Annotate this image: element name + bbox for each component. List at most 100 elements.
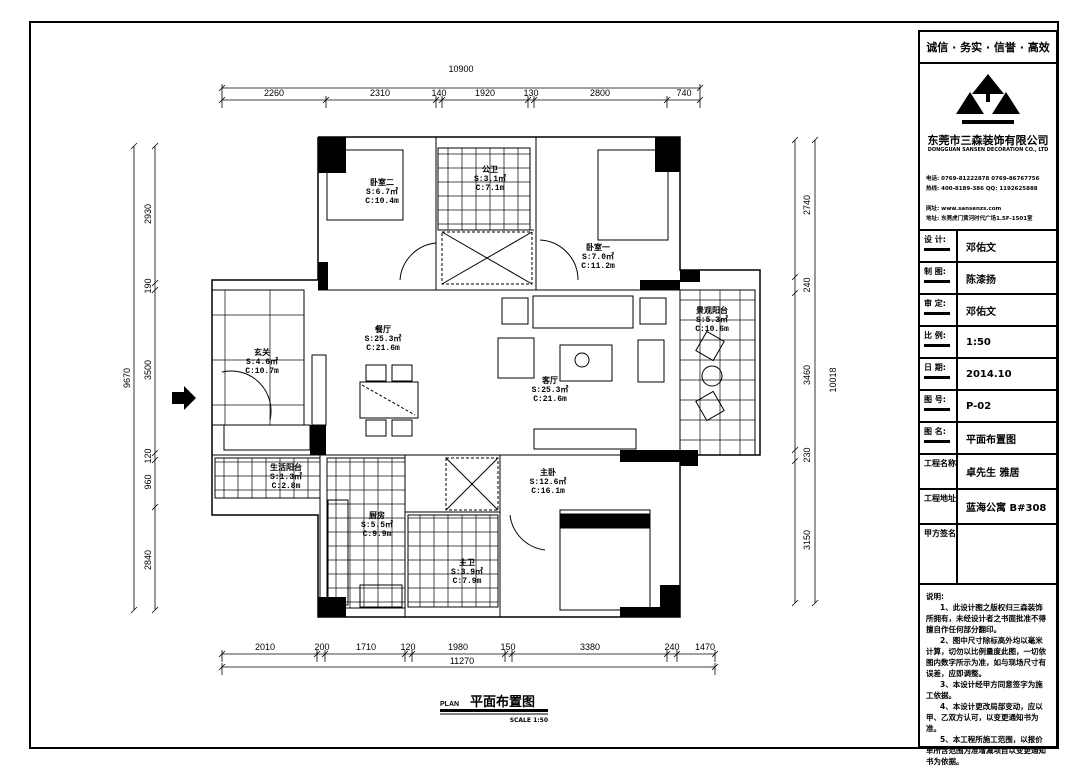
dimension-label: 2260 [264,88,284,98]
dimension-label: 3460 [802,365,812,385]
company-info: 东莞市三森装饰有限公司 DONGGUAN SANSEN DECORATION C… [920,64,1056,231]
dimension-tick [151,449,159,457]
dimension-label: 10018 [828,367,838,392]
slogan: 诚信 · 务实 · 信誉 · 高效 [920,32,1056,64]
row-value: 1:50 [966,336,991,348]
dimension-label: 9670 [122,368,132,388]
door-swing [221,370,272,421]
dimension-label: 1710 [356,642,376,652]
room-labels: 卧室二S:6.7㎡C:10.4m公卫S:3.1㎡C:7.1m卧室一S:7.0㎡C… [245,165,729,586]
room-perimeter: C:10.4m [365,197,399,206]
dimension-tick [791,273,799,281]
note-item: 4、本设计更改局部变动，应以甲、乙双方认可，以变更通知书为准。 [926,702,1043,733]
room-name: 玄关 [254,347,270,357]
room-area: S:6.7㎡ [366,186,398,197]
dimension-label: 120 [400,642,415,652]
utility-balcony-floor [214,457,321,499]
row-label-text: 图 号: [924,395,946,404]
dining-table [359,381,419,419]
dimension-tick [151,503,159,511]
title-block-row: 制 图:陈漆扬 [920,263,1056,295]
title-block-row: 工程名称卓先生 雅居 [920,455,1056,490]
title-block-row: 工程地址蓝海公寓 B#308 [920,490,1056,525]
room-name: 景观阳台 [696,305,728,315]
room-area: S:3.1㎡ [474,173,506,184]
row-label-en-bar [924,248,950,251]
dimension-label: 1920 [475,88,495,98]
dimension-label: 3150 [802,530,812,550]
hotline-label: 热线: [926,186,940,192]
dimension-tick [151,142,159,150]
title-block-row: 甲方签名 [920,525,1056,585]
door-swing [399,242,437,281]
door-swing [539,239,579,281]
room-name: 卧室一 [586,242,610,252]
row-value: 平面布置图 [966,434,1016,446]
title-block-row: 设 计:邓佑文 [920,231,1056,263]
dimension-label: 190 [143,278,153,293]
room-name: 餐厅 [374,324,391,334]
armchair [497,337,535,379]
dimension-tick [151,606,159,614]
dimension-label: 2010 [255,642,275,652]
row-value: 卓先生 雅居 [966,468,1020,479]
dimension-tick [791,457,799,465]
room-name: 主卧 [540,467,556,477]
dimension-label: 200 [314,642,329,652]
dimension-tick [791,136,799,144]
dimension-label: 240 [664,642,679,652]
room-perimeter: C:9.9m [363,530,392,539]
dimension-label: 2310 [370,88,390,98]
dimension-tick [130,142,138,150]
dimension-label: 2930 [143,204,153,224]
room-area: S:12.6㎡ [530,476,567,487]
row-label: 日 期: [920,359,958,389]
dimension-label: 240 [802,277,812,292]
dimension-tick [151,286,159,294]
room-area: S:5.5㎡ [361,519,393,530]
room-area: S:1.3㎡ [270,471,302,482]
row-label: 图 号: [920,391,958,421]
room-name: 卧室二 [370,177,394,187]
room-area: S:7.0㎡ [582,251,614,262]
title-block: 诚信 · 务实 · 信誉 · 高效 东莞市三森装饰有限公司 DONGGUAN S… [918,30,1058,766]
note-item: 3、本设计经甲方同意签字为施工依据。 [926,680,1043,700]
room-area: S:5.3㎡ [696,314,728,325]
dimension-label: 2840 [143,550,153,570]
row-label-text: 工程地址 [924,494,956,503]
row-label-en-bar [924,408,950,411]
balcony-floor [679,289,756,456]
sheet-border [29,21,1059,749]
dimension-label: 3500 [143,360,153,380]
room-area: S:4.6㎡ [246,356,278,367]
row-label-text: 工程名称 [924,459,956,468]
dimension-label: 120 [143,448,153,463]
row-label: 图 名: [920,423,958,453]
company-name: 东莞市三森装饰有限公司 [927,134,1049,147]
entry-arrow-icon [172,386,196,410]
room-perimeter: C:21.6m [366,344,400,353]
dimension-label: 130 [523,88,538,98]
drawing-scale: SCALE 1:50 [510,717,548,724]
stove [359,584,403,608]
side-table [639,297,667,325]
company-name-en: DONGGUAN SANSEN DECORATION CO., LTD [927,147,1049,153]
master-bed [559,509,651,611]
dimension-label: 230 [802,447,812,462]
row-label: 设 计: [920,231,958,261]
row-value [958,525,1056,583]
title-underline [440,709,548,712]
phone-label: 电话: [926,176,940,182]
row-label-text: 图 名: [924,427,946,436]
dimension-tick [811,136,819,144]
dimension-label: 1980 [448,642,468,652]
